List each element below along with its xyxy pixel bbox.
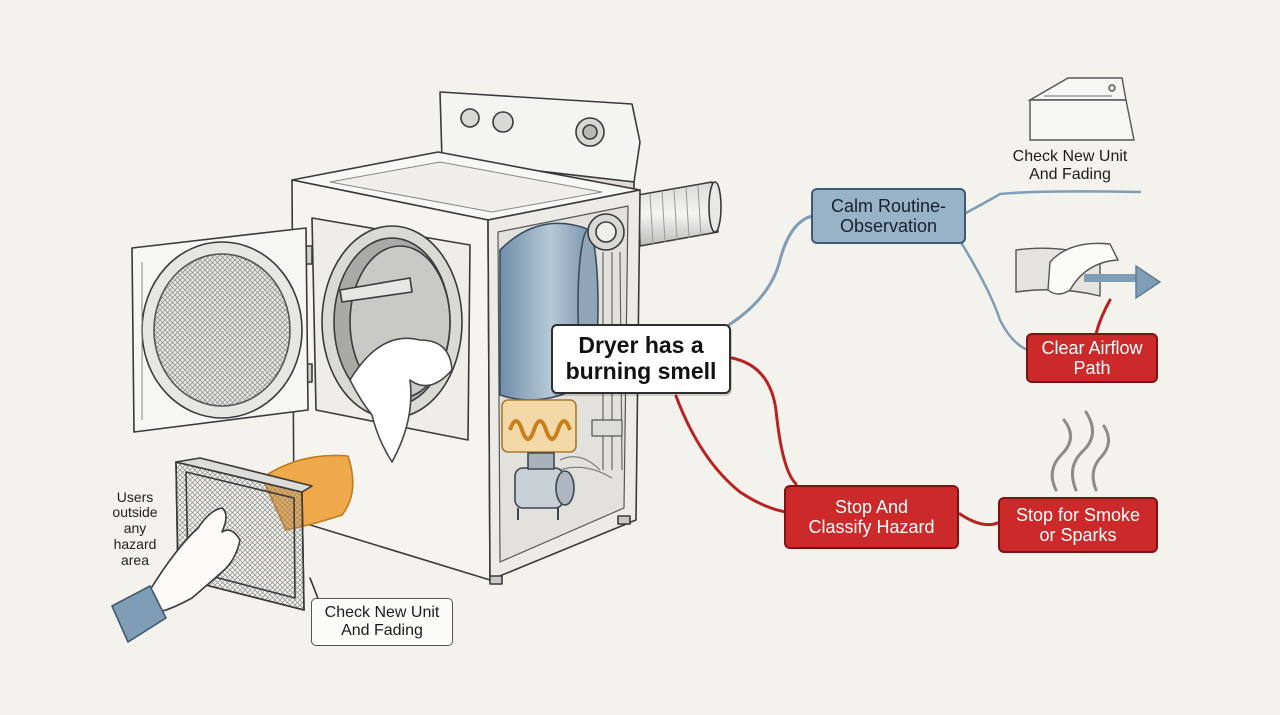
connector-routine-to-airflow [960, 242, 1030, 352]
duct-clearing-icon [1015, 242, 1162, 300]
check-new-unit-top-label: Check New Unit And Fading [1012, 148, 1128, 183]
connector-center-to-stop [730, 356, 798, 486]
heating-element [501, 399, 577, 453]
laundry-cloth [349, 337, 453, 463]
mini-dryer-icon [1027, 77, 1135, 141]
clear-airflow-path-box: Clear Airflow Path [1026, 333, 1158, 383]
connector-duct-to-airflow [1094, 298, 1112, 336]
connector-lines [309, 190, 1142, 611]
motor [514, 452, 575, 520]
control-knob-left [460, 108, 480, 128]
center-problem-label: Dryer has a burning smell [551, 324, 731, 394]
dryer-door [131, 227, 309, 433]
smoke-icon [1050, 410, 1110, 492]
hand [149, 507, 241, 613]
users-outside-hazard-label: Users outside any hazard area [112, 488, 158, 568]
check-new-unit-bottom-label: Check New Unit And Fading [311, 598, 453, 646]
stop-smoke-sparks-box: Stop for Smoke or Sparks [998, 497, 1158, 553]
connector-center-to-routine [722, 214, 814, 330]
connector-routine-to-new-unit [962, 190, 1142, 216]
connector-center-to-stop-lower [674, 394, 788, 514]
control-knob-middle [492, 111, 514, 133]
lint-screen-scene [111, 454, 354, 643]
stop-classify-hazard-box: Stop And Classify Hazard [784, 485, 959, 549]
routine-observation-box: Calm Routine- Observation [811, 188, 966, 244]
control-panel [439, 91, 641, 183]
exhaust-duct [637, 181, 722, 247]
sleeve [111, 585, 167, 643]
connector-stop-to-smoke [958, 512, 1002, 527]
